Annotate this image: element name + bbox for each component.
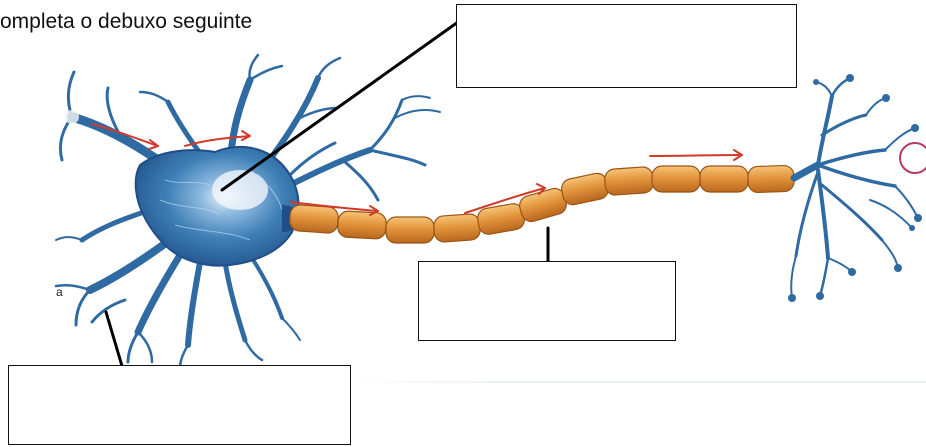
dendrite-tip-glow (65, 110, 79, 124)
synapse-highlight-circle (900, 143, 926, 173)
synaptic-knobs (788, 74, 922, 302)
scan-rule (350, 381, 926, 383)
axon-label-box[interactable] (418, 261, 676, 341)
myelin-sheath (289, 165, 794, 243)
dendrite-label-box[interactable] (8, 365, 351, 445)
soma-label-box[interactable] (456, 4, 797, 88)
stray-label: a (56, 285, 63, 299)
